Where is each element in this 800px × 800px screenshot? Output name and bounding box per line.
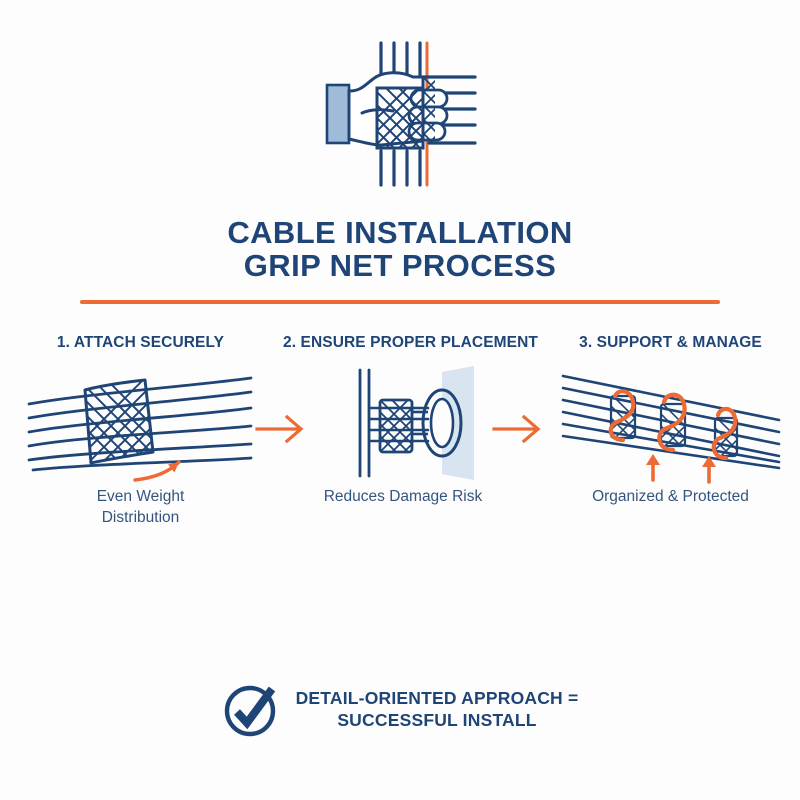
page-title: CABLE INSTALLATION GRIP NET PROCESS — [0, 216, 800, 282]
step-1-art — [18, 364, 263, 482]
wall-penetration-grip-eye-illustration — [358, 366, 474, 480]
steps-row: 1. ATTACH SECURELY — [0, 334, 800, 564]
title-line-1: CABLE INSTALLATION — [227, 215, 573, 250]
step-2-caption: Reduces Damage Risk — [283, 486, 523, 507]
step-3-heading: 3. SUPPORT & MANAGE — [579, 334, 762, 351]
step-2-heading: 2. ENSURE PROPER PLACEMENT — [283, 334, 538, 351]
footer-text: DETAIL-ORIENTED APPROACH = SUCCESSFUL IN… — [296, 687, 579, 731]
cable-mesh-grip-sleeve-illustration — [27, 376, 252, 482]
footer-callout: DETAIL-ORIENTED APPROACH = SUCCESSFUL IN… — [0, 680, 800, 738]
title-line-2: GRIP NET PROCESS — [243, 248, 557, 283]
step-1-caption-line-1: Even Weight — [96, 488, 185, 505]
step-2-caption-line-1: Reduces Damage Risk — [323, 488, 483, 505]
step-2-art — [283, 364, 523, 482]
cable-support-hooks-illustration — [561, 374, 780, 484]
step-3: 3. SUPPORT & MANAGE — [548, 334, 793, 507]
hand-gripping-cable-mesh-illustration — [325, 40, 477, 187]
footer-line-2: SUCCESSFUL INSTALL — [337, 710, 537, 730]
arrow-right-icon-1 — [255, 412, 311, 446]
orange-divider-rule — [80, 300, 720, 304]
arrow-right-icon-2 — [492, 412, 548, 446]
step-3-art — [548, 364, 793, 484]
step-1-caption-line-2: Distribution — [101, 509, 180, 526]
step-2: 2. ENSURE PROPER PLACEMENT — [283, 334, 538, 507]
hero-illustration — [0, 30, 800, 200]
step-1: 1. ATTACH SECURELY — [18, 334, 263, 528]
footer-line-1: DETAIL-ORIENTED APPROACH = — [295, 688, 579, 708]
step-3-caption: Organized & Protected — [548, 486, 793, 507]
step-3-caption-line-1: Organized & Protected — [592, 488, 749, 505]
check-circle-icon — [222, 680, 280, 738]
step-1-heading: 1. ATTACH SECURELY — [56, 334, 225, 351]
step-1-caption: Even Weight Distribution — [18, 486, 263, 528]
